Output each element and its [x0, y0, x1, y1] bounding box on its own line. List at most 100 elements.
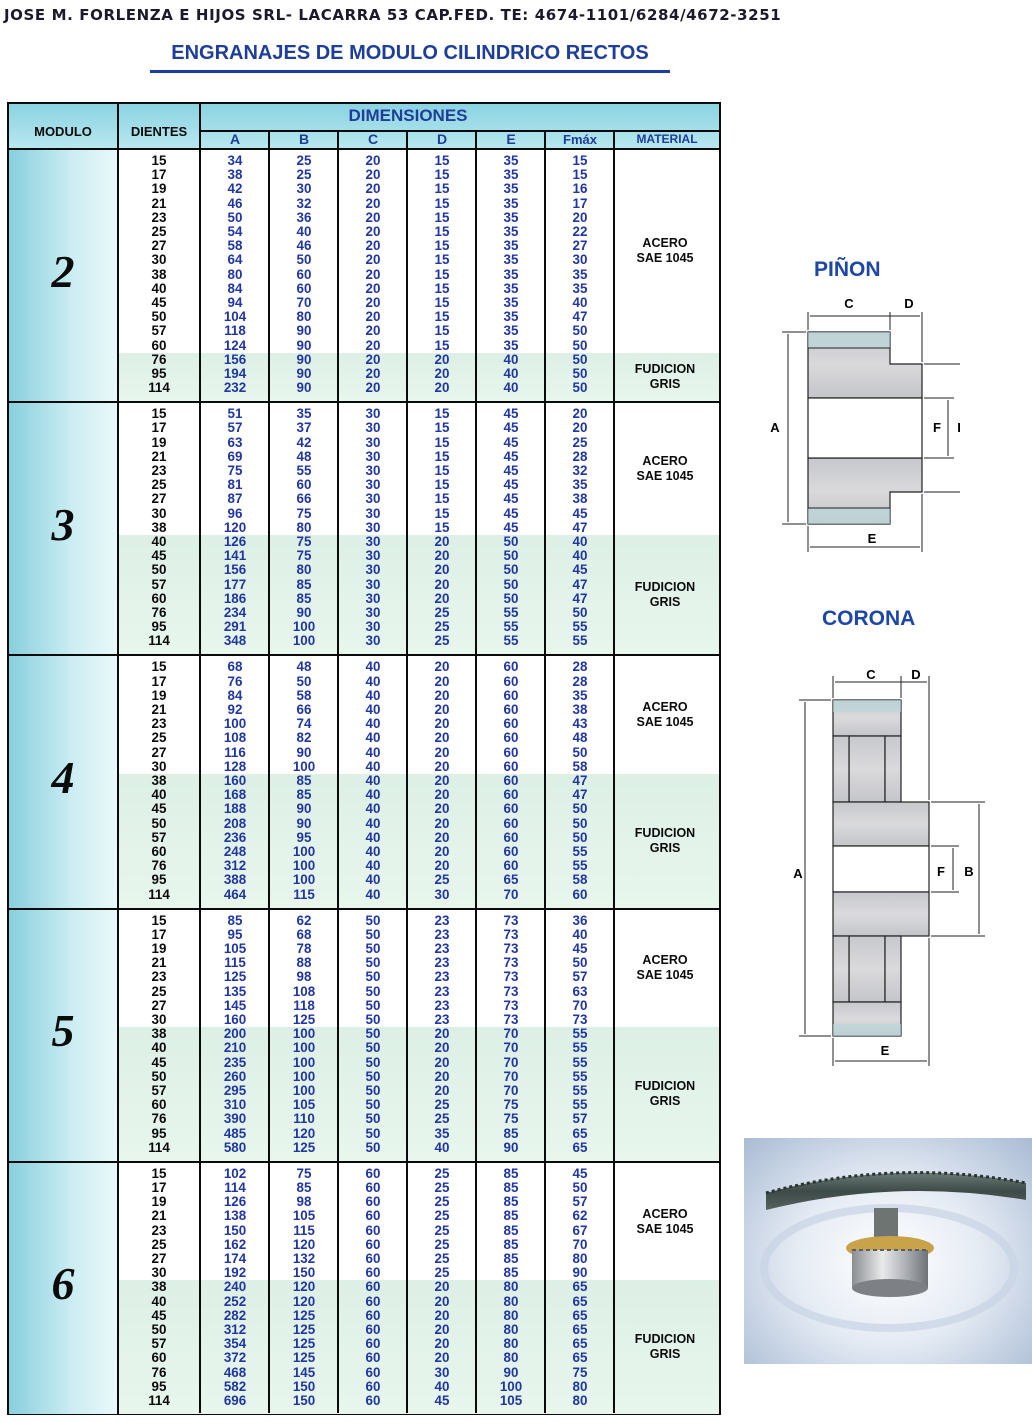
- dientes-cell: 114: [148, 1393, 170, 1408]
- dimension-cell: 30: [365, 434, 381, 450]
- modulo-cell: [9, 1162, 117, 1414]
- dimension-cell: 40: [365, 659, 381, 675]
- dimension-cell: 50: [503, 576, 519, 592]
- dimension-cell: 35: [503, 323, 519, 339]
- dimension-cell: 82: [296, 730, 312, 746]
- dimension-cell: 36: [572, 912, 588, 928]
- dimension-cell: 90: [296, 744, 312, 760]
- dientes-cell: 30: [151, 758, 167, 774]
- dimension-cell: 40: [365, 758, 381, 774]
- dimension-cell: 40: [365, 773, 381, 788]
- dimension-cell: 55: [572, 1097, 588, 1113]
- dimension-cell: 20: [434, 716, 450, 732]
- dimension-cell: 45: [503, 491, 519, 507]
- dimension-cell: 50: [296, 673, 312, 689]
- dimension-cell: 100: [292, 633, 316, 649]
- dientes-cell: 38: [151, 266, 167, 282]
- material-label-line: GRIS: [649, 594, 681, 609]
- dimension-cell: 15: [434, 505, 450, 521]
- material-band-fundicion: [119, 535, 719, 655]
- dimension-cell: 128: [223, 758, 247, 774]
- dimension-cell: 50: [503, 548, 519, 564]
- dientes-cell: 25: [151, 477, 167, 493]
- dimension-cell: 80: [572, 1251, 588, 1266]
- header-col-c: C: [367, 131, 379, 147]
- dimension-cell: 55: [572, 858, 588, 874]
- dimension-cell: 30: [365, 420, 381, 436]
- dimension-cell: 85: [503, 1208, 519, 1224]
- dimension-cell: 25: [434, 1265, 450, 1281]
- dimension-cell: 20: [434, 702, 450, 717]
- modulo-number: 5: [51, 1005, 75, 1057]
- dimension-cell: 80: [503, 1336, 519, 1352]
- dientes-cell: 27: [151, 744, 167, 760]
- dimension-cell: 73: [503, 997, 519, 1013]
- dimension-cell: 100: [292, 1054, 316, 1070]
- dimension-cell: 46: [296, 238, 312, 254]
- gear-photo: [744, 1138, 1032, 1364]
- dimension-cell: 50: [503, 590, 519, 606]
- material-label-line: ACERO: [642, 1206, 688, 1221]
- dimension-cell: 15: [572, 153, 588, 168]
- dimension-cell: 40: [296, 224, 312, 239]
- dimension-cell: 40: [365, 730, 381, 746]
- material-label-line: FUDICION: [634, 362, 696, 376]
- dimension-cell: 73: [503, 969, 519, 985]
- dimension-cell: 50: [572, 351, 588, 367]
- dimension-cell: 15: [434, 181, 450, 197]
- dimension-cell: 25: [296, 167, 312, 183]
- dimension-cell: 100: [292, 872, 316, 888]
- dimension-cell: 90: [296, 815, 312, 831]
- title-underline: [150, 70, 670, 73]
- dimension-cell: 60: [365, 1307, 381, 1323]
- material-label-line: SAE 1045: [636, 1221, 694, 1236]
- dimension-cell: 90: [503, 1364, 519, 1380]
- corona-label-e: E: [881, 1043, 890, 1058]
- dimension-cell: 68: [227, 659, 243, 675]
- dimension-cell: 80: [572, 1393, 588, 1408]
- dientes-cell: 27: [151, 1251, 167, 1266]
- material-band-acero: [119, 150, 719, 353]
- dimension-cell: 105: [499, 1393, 523, 1408]
- dimension-cell: 84: [227, 280, 243, 296]
- dimension-cell: 25: [434, 619, 450, 635]
- dimension-cell: 55: [572, 619, 588, 635]
- dimension-cell: 291: [223, 619, 247, 635]
- dimension-cell: 20: [434, 829, 450, 845]
- dimension-cell: 248: [223, 844, 247, 859]
- dientes-cell: 15: [151, 153, 167, 168]
- dimension-cell: 55: [503, 633, 519, 649]
- dimension-cell: 20: [365, 380, 381, 396]
- dimension-cell: 354: [223, 1336, 247, 1352]
- dimension-cell: 186: [223, 590, 247, 606]
- dimension-cell: 174: [223, 1251, 247, 1266]
- dimension-cell: 20: [365, 167, 381, 183]
- dimension-cell: 40: [365, 673, 381, 689]
- dimension-cell: 60: [365, 1393, 381, 1408]
- dientes-cell: 60: [151, 1097, 167, 1113]
- dimension-cell: 60: [503, 858, 519, 874]
- dimension-cell: 115: [293, 886, 315, 902]
- dimension-cell: 100: [292, 1083, 316, 1098]
- dimension-cell: 40: [572, 295, 588, 310]
- dimension-cell: 40: [503, 380, 519, 396]
- dientes-cell: 19: [151, 687, 167, 703]
- dimension-cell: 15: [572, 167, 588, 183]
- dientes-cell: 114: [148, 1139, 170, 1155]
- dientes-cell: 15: [151, 406, 167, 422]
- dimension-cell: 120: [292, 1293, 316, 1309]
- dimension-cell: 15: [434, 238, 450, 254]
- dientes-cell: 50: [151, 309, 167, 325]
- dimension-cell: 60: [365, 1165, 381, 1181]
- dimension-cell: 65: [572, 1336, 588, 1352]
- dimension-cell: 50: [572, 801, 588, 817]
- dimension-cell: 60: [365, 1378, 381, 1394]
- dimension-cell: 35: [434, 1125, 450, 1141]
- dimension-cell: 20: [572, 420, 588, 436]
- dimension-cell: 90: [296, 351, 312, 367]
- dimension-cell: 20: [365, 280, 381, 296]
- dientes-cell: 17: [151, 420, 167, 436]
- dimension-cell: 58: [572, 872, 588, 888]
